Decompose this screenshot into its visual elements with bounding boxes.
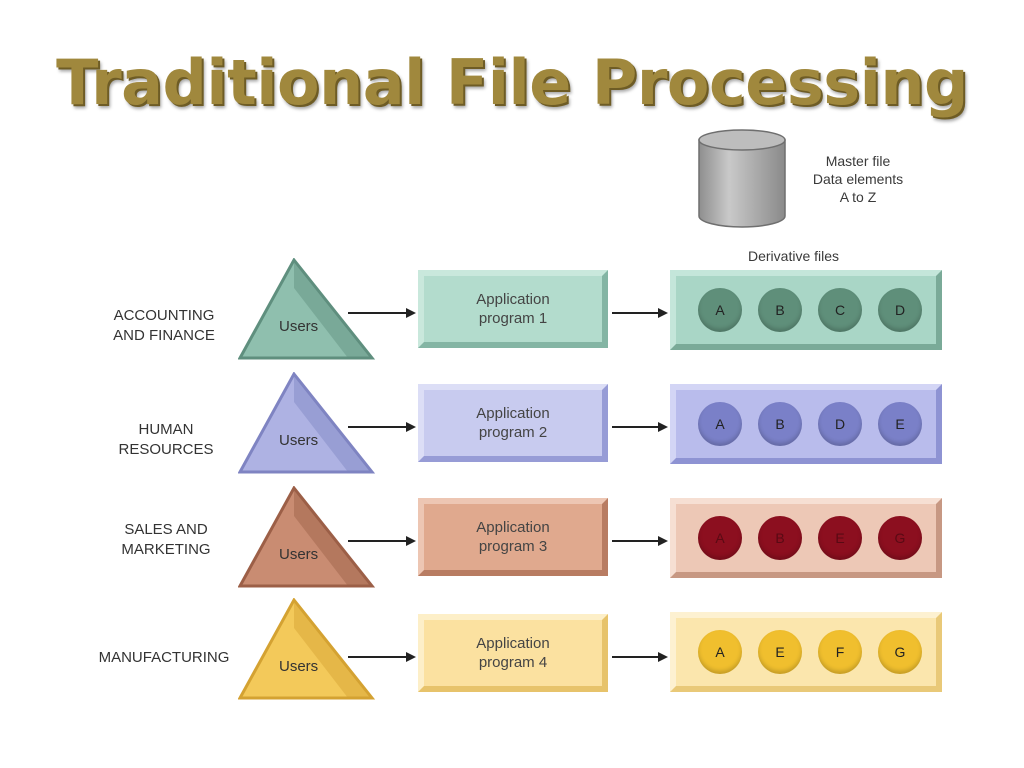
department-line1: SALES AND <box>124 521 208 538</box>
arrow-to-files <box>612 536 668 546</box>
master-file-cylinder <box>697 128 787 235</box>
application-program-box: Application program 3 <box>418 498 608 576</box>
file-circle: D <box>818 402 862 446</box>
department-line1: HUMAN <box>138 421 194 438</box>
row-human-resources: HUMAN RESOURCES Users Application progra… <box>0 372 1024 484</box>
row-sales-marketing: SALES AND MARKETING Users Application pr… <box>0 486 1024 598</box>
arrow-to-app <box>348 652 416 662</box>
file-circle: F <box>818 630 862 674</box>
app-line2: program 1 <box>478 310 548 327</box>
department-label: HUMAN RESOURCES <box>76 420 256 460</box>
file-circle: C <box>818 288 862 332</box>
file-circle: A <box>698 516 742 560</box>
derivative-files-box: A B E G <box>670 498 942 578</box>
master-file-line1: Master file <box>825 153 891 169</box>
row-accounting: ACCOUNTING AND FINANCE Users Application… <box>0 258 1024 370</box>
app-line2: program 4 <box>478 654 548 671</box>
file-circle: A <box>698 402 742 446</box>
arrow-to-app <box>348 308 416 318</box>
file-circle: G <box>878 516 922 560</box>
arrow-to-files <box>612 308 668 318</box>
department-line2: MARKETING <box>121 541 211 558</box>
file-circle: B <box>758 288 802 332</box>
arrow-to-files <box>612 652 668 662</box>
users-label: Users <box>279 432 319 449</box>
users-triangle <box>238 372 376 474</box>
arrow-to-app <box>348 422 416 432</box>
file-circle: G <box>878 630 922 674</box>
app-line1: Application <box>476 635 550 652</box>
file-circle: A <box>698 630 742 674</box>
derivative-files-label: Derivative files <box>748 248 840 264</box>
app-line1: Application <box>476 291 550 308</box>
master-file-line3: A to Z <box>839 189 877 205</box>
file-circle: E <box>758 630 802 674</box>
department-label: MANUFACTURING <box>74 648 254 668</box>
department-line1: MANUFACTURING <box>98 649 230 666</box>
master-file-line2: Data elements <box>812 171 904 187</box>
app-line2: program 3 <box>478 538 548 555</box>
app-line1: Application <box>476 519 550 536</box>
file-circle: A <box>698 288 742 332</box>
file-circle: B <box>758 516 802 560</box>
derivative-files-box: A B D E <box>670 384 942 464</box>
application-program-box: Application program 1 <box>418 270 608 348</box>
users-triangle <box>238 486 376 588</box>
application-program-box: Application program 2 <box>418 384 608 462</box>
application-program-box: Application program 4 <box>418 614 608 692</box>
department-label: SALES AND MARKETING <box>76 520 256 560</box>
app-line2: program 2 <box>478 424 548 441</box>
derivative-files-box: A B C D <box>670 270 942 350</box>
file-circle: B <box>758 402 802 446</box>
row-manufacturing: MANUFACTURING Users Application program … <box>0 598 1024 710</box>
file-circle: D <box>878 288 922 332</box>
department-line2: RESOURCES <box>118 441 214 458</box>
users-triangle <box>238 598 376 700</box>
users-label: Users <box>279 318 319 335</box>
users-triangle <box>238 258 376 360</box>
page-title: Traditional File Processing <box>56 46 968 119</box>
file-circle: E <box>818 516 862 560</box>
users-label: Users <box>279 546 319 563</box>
derivative-files-box: A E F G <box>670 612 942 692</box>
app-line1: Application <box>476 405 550 422</box>
department-label: ACCOUNTING AND FINANCE <box>74 306 254 346</box>
file-circle: E <box>878 402 922 446</box>
users-label: Users <box>279 658 319 675</box>
department-line2: AND FINANCE <box>113 327 215 344</box>
master-file-label: Master file Data elements A to Z <box>792 152 924 206</box>
arrow-to-app <box>348 536 416 546</box>
department-line1: ACCOUNTING <box>113 307 215 324</box>
arrow-to-files <box>612 422 668 432</box>
